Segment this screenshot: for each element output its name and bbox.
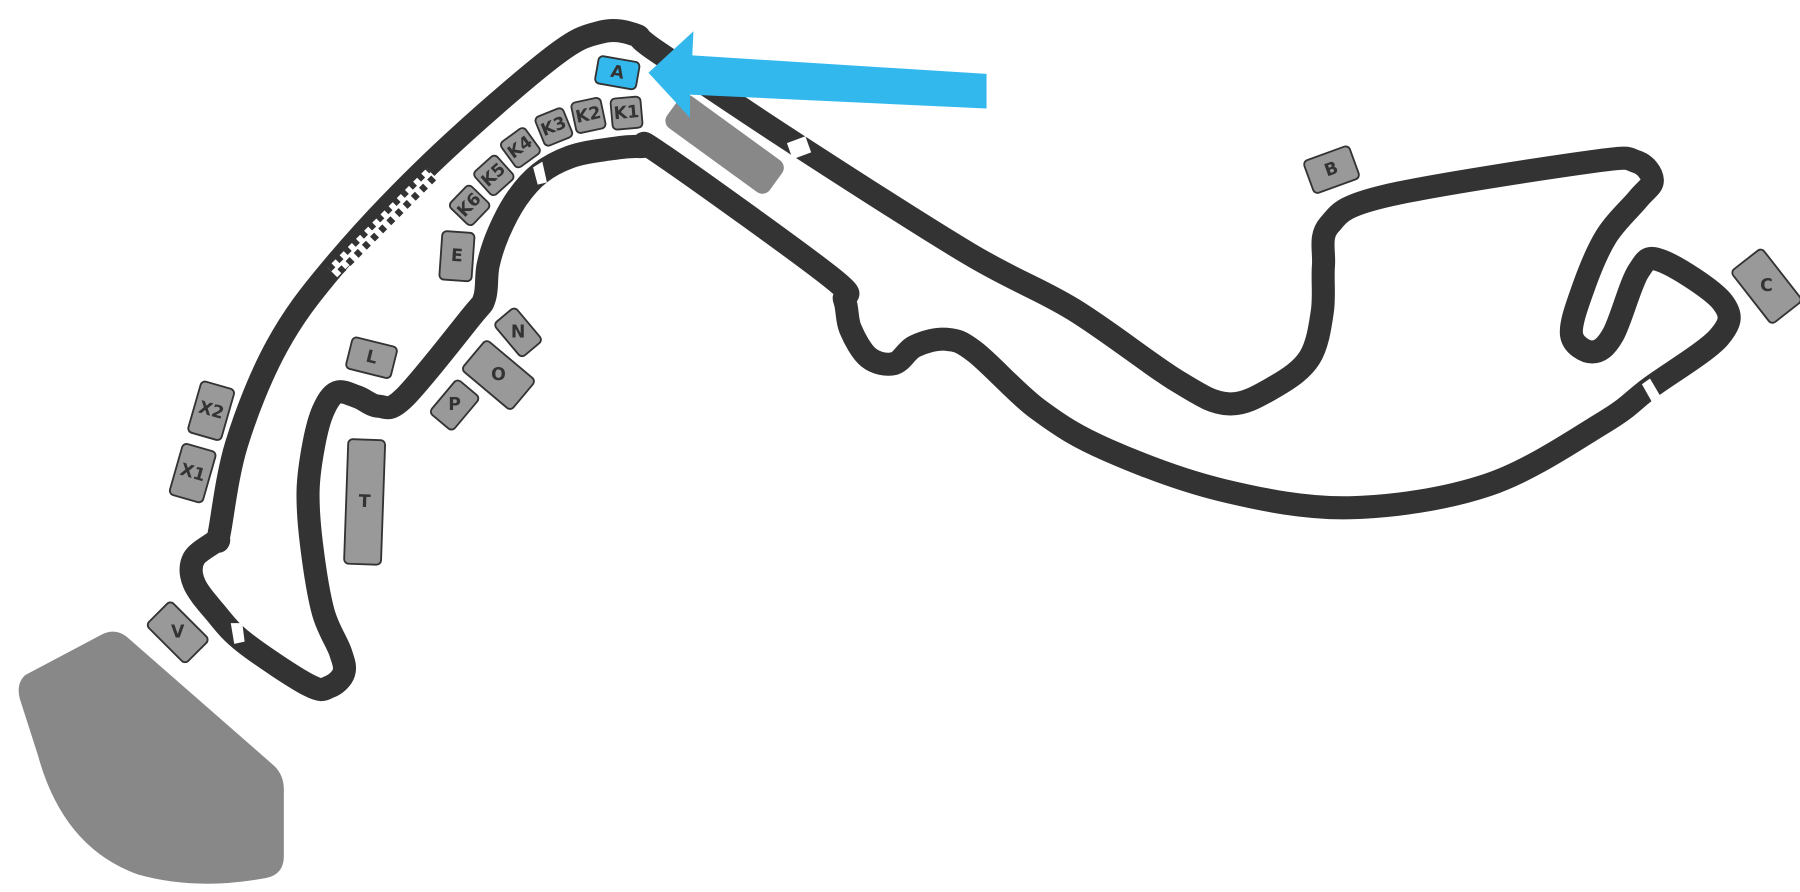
grandstand-shape[interactable] [343, 438, 387, 566]
grandstand-n[interactable]: N [493, 307, 542, 358]
grandstand-shape[interactable] [438, 230, 476, 283]
grandstand-shape[interactable] [609, 95, 644, 131]
highlight-arrow-icon [648, 31, 987, 118]
grandstand-shape[interactable] [345, 336, 398, 379]
sector-marker [230, 623, 245, 644]
grandstand-shape[interactable] [472, 154, 515, 197]
sector-markers [230, 136, 1662, 644]
sector-marker [786, 136, 812, 160]
grandstand-shape[interactable] [493, 307, 542, 358]
checkered-flag-line [326, 167, 438, 279]
grandstand-shape[interactable] [448, 184, 491, 227]
grandstand-area-bottom-left[interactable] [18, 631, 284, 884]
grandstand-a[interactable]: A [594, 55, 641, 91]
grandstand-k5[interactable]: K5 [472, 154, 515, 197]
grandstand-shape[interactable] [187, 380, 235, 442]
grandstand-shape[interactable] [461, 339, 536, 411]
grandstand-p[interactable]: P [429, 379, 480, 432]
grandstand-shape[interactable] [1303, 145, 1360, 194]
grandstand-label: K1 [613, 102, 640, 124]
grandstand-k1[interactable]: K1 [609, 95, 644, 131]
grandstand-label: C [1760, 276, 1773, 296]
grandstand-c[interactable]: C [1730, 248, 1800, 325]
grandstand-shape[interactable] [499, 126, 542, 169]
grandstand-shape[interactable] [168, 443, 217, 504]
grandstand-o[interactable]: O [461, 339, 536, 411]
grandstand-label: P [448, 395, 461, 415]
grandstand-k6[interactable]: K6 [448, 184, 491, 227]
grandstand-x2[interactable]: X2 [187, 380, 235, 442]
grandstand-area-unlabeled[interactable] [662, 91, 788, 197]
sector-marker [533, 161, 547, 185]
grandstand-label: A [609, 62, 626, 84]
grandstand-label: N [511, 322, 525, 342]
grandstand-label: O [491, 365, 506, 385]
grandstand-shape[interactable] [534, 107, 574, 147]
grandstand-label: B [1322, 158, 1341, 181]
grandstand-k4[interactable]: K4 [499, 126, 542, 169]
grandstand-k2[interactable]: K2 [570, 97, 607, 134]
grandstand-label: E [450, 246, 463, 267]
race-track [179, 18, 1741, 702]
sector-marker [1641, 378, 1662, 403]
grandstand-e[interactable]: E [438, 230, 476, 283]
grandstand-shape[interactable] [570, 97, 607, 134]
grandstand-label: V [171, 622, 185, 642]
grandstand-shape[interactable] [594, 55, 641, 91]
grandstand-shape[interactable] [1730, 248, 1800, 325]
grandstand-b[interactable]: B [1303, 145, 1360, 194]
grandstand-k3[interactable]: K3 [534, 107, 574, 147]
grandstand-l[interactable]: L [345, 336, 398, 379]
grandstand-v[interactable]: V [146, 601, 210, 665]
grandstand-x1[interactable]: X1 [168, 443, 217, 504]
grandstand-label: L [364, 347, 380, 369]
grandstand-label: T [358, 492, 371, 512]
grandstand-t[interactable]: T [343, 438, 387, 566]
grandstand-shape[interactable] [146, 601, 210, 665]
grandstand-shape[interactable] [429, 379, 480, 432]
